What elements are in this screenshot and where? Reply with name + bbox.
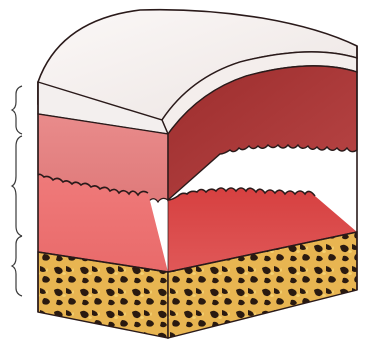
bracket-dermis <box>12 136 22 236</box>
bracket-epidermis <box>12 86 22 134</box>
bracket-subcutis <box>12 236 22 296</box>
layer-brackets <box>12 86 22 296</box>
